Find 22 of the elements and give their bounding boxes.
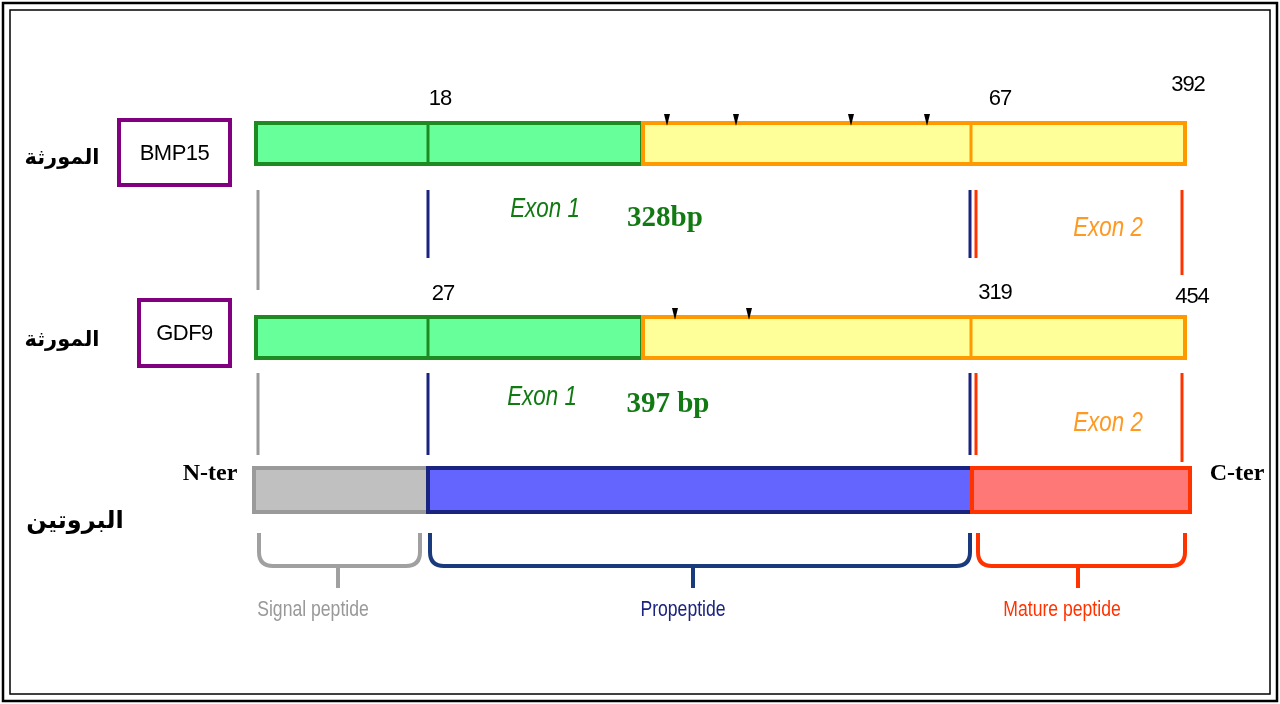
terminus-label: N-ter (182, 458, 238, 486)
number-label: 392 (1171, 71, 1205, 97)
number-label: 319 (978, 279, 1012, 305)
exon-label: Exon 2 (1073, 211, 1143, 243)
length-label: 328bp (627, 201, 703, 233)
number-label: 27 (431, 280, 455, 306)
length-label: 397 bp (626, 387, 710, 419)
gene-label: المورثة (24, 146, 100, 170)
number-label: 454 (1175, 283, 1209, 309)
gene-name-box: GDF9 (137, 298, 232, 368)
region-label: Propeptide (640, 596, 726, 622)
region-label: Mature peptide (1003, 596, 1121, 622)
terminus-label: C-ter (1209, 458, 1265, 486)
region-label: Signal peptide (257, 596, 369, 622)
exon-label: Exon 2 (1073, 406, 1143, 438)
exon-label: Exon 1 (510, 192, 580, 224)
number-label: 67 (988, 85, 1012, 111)
exon-label: Exon 1 (507, 380, 577, 412)
gene-name-box: BMP15 (117, 118, 232, 187)
protein-label: البروتين (26, 506, 124, 534)
number-label: 18 (428, 85, 452, 111)
gene-label: المورثة (24, 328, 100, 352)
